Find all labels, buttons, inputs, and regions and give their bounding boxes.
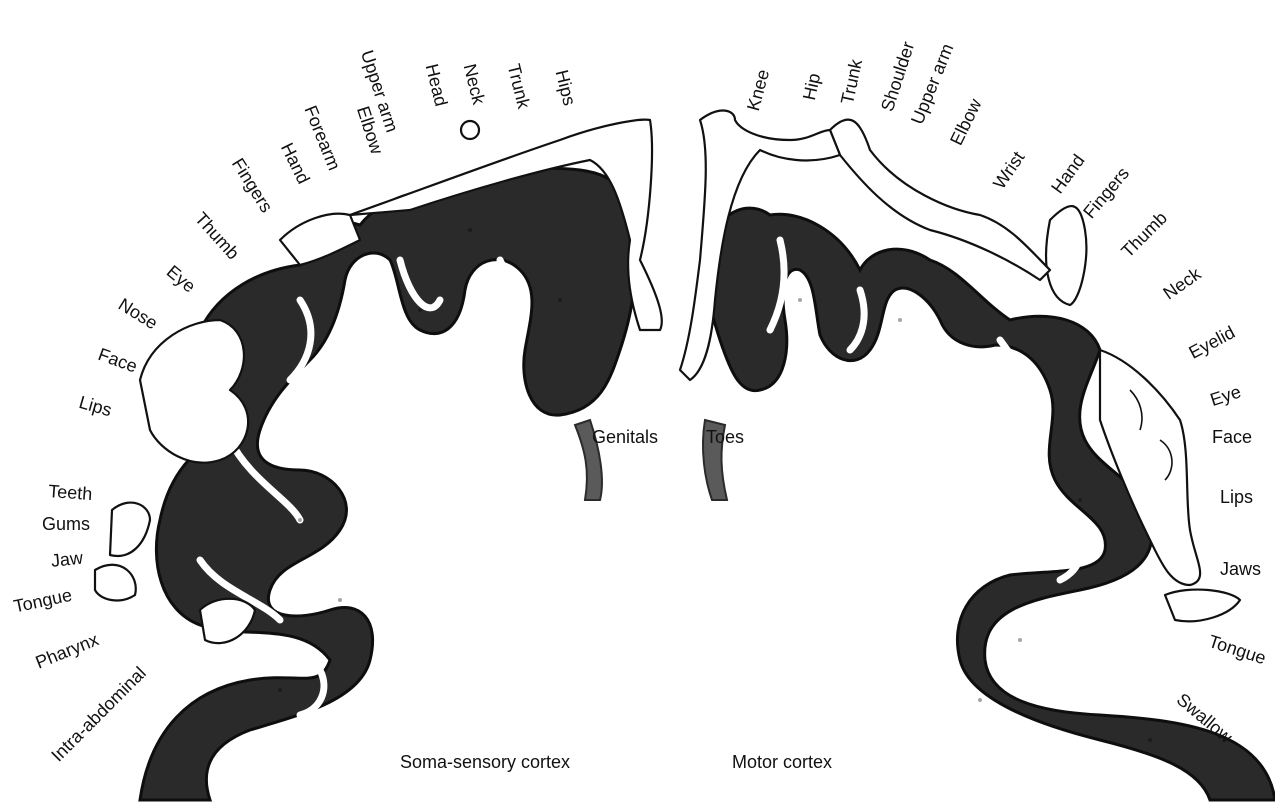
label-sensory-genitals: Genitals [592,428,658,446]
label-motor-face: Face [1212,428,1252,446]
caption-somatosensory-cortex: Soma-sensory cortex [400,752,570,773]
label-motor-jaws: Jaws [1220,560,1261,578]
label-sensory-teeth: Teeth [48,482,93,503]
label-sensory-gums: Gums [42,515,90,533]
caption-motor-cortex: Motor cortex [732,752,832,773]
label-sensory-jaw: Jaw [50,549,84,570]
label-motor-toes: Toes [706,428,744,446]
label-motor-lips: Lips [1220,488,1253,506]
somatosensory-cortex-strip [140,168,634,800]
